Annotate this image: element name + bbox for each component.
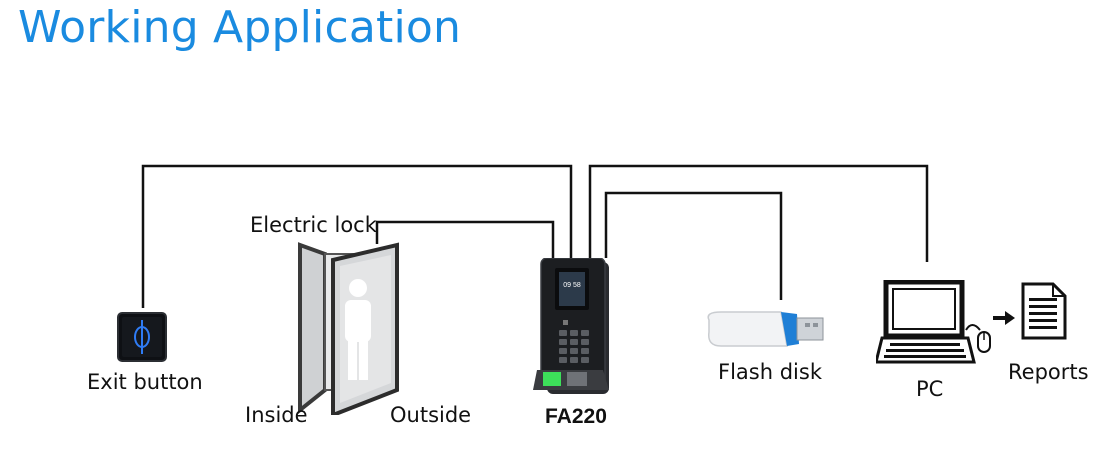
page-title: Working Application — [18, 2, 462, 53]
wire-pc — [588, 164, 929, 262]
mouse-icon — [964, 318, 994, 363]
wire-exit-button — [141, 164, 573, 308]
usb-flash-disk-icon — [703, 306, 828, 357]
electric-lock-label: Electric lock — [250, 213, 377, 237]
computer-icon — [874, 279, 976, 375]
arrow-right-icon — [993, 311, 1015, 330]
document-icon — [1021, 282, 1067, 345]
exit-button-label: Exit button — [87, 370, 203, 394]
pc-label: PC — [916, 377, 944, 401]
device-screen-time: 09 58 — [563, 282, 581, 289]
inside-label: Inside — [245, 403, 308, 427]
wire-electric-lock — [375, 220, 555, 258]
person-icon — [345, 279, 371, 380]
reports-label: Reports — [1008, 360, 1089, 384]
flash-disk-label: Flash disk — [718, 360, 822, 384]
device-label: FA220 — [545, 405, 607, 428]
outside-label: Outside — [390, 403, 472, 427]
exit-button-icon — [117, 312, 167, 367]
door-icon — [295, 240, 405, 420]
fingerprint-terminal-icon: 09 58 — [533, 257, 613, 403]
wire-flash-disk — [604, 191, 783, 300]
